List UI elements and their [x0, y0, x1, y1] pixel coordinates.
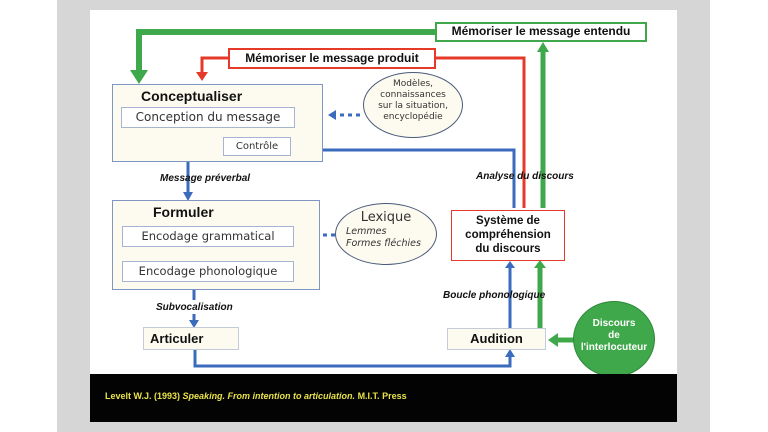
knowledge-line: sur la situation,	[378, 101, 448, 111]
audition-title: Audition	[470, 331, 523, 346]
lexicon-item: Formes fléchies	[346, 238, 421, 249]
arrowhead-blue-loop	[505, 261, 515, 268]
lexicon-title: Lexique	[360, 210, 412, 225]
citation-author: Levelt W.J. (1993)	[105, 391, 183, 401]
lexicon-ellipse: Lexique Lemmes Formes fléchies	[335, 203, 437, 265]
conceptualiser-title: Conceptualiser	[141, 88, 243, 104]
arrowhead-articuler	[189, 320, 199, 328]
formuler-box: Formuler Encodage grammatical Encodage p…	[112, 200, 320, 290]
conceptualiser-box: Conceptualiser Conception du message Con…	[112, 84, 323, 162]
interlocutor-circle: Discours de l'interlocuteur	[573, 301, 655, 377]
interlocutor-line: de	[608, 330, 620, 341]
audition-box: Audition	[447, 328, 546, 350]
arrowhead-formuler	[183, 192, 193, 201]
conception-box: Conception du message	[121, 107, 295, 128]
discourse-analysis-label: Analyse du discours	[476, 171, 574, 182]
interlocutor-line: l'interlocuteur	[580, 342, 648, 353]
memory-produced-box: Mémoriser le message produit	[228, 48, 436, 69]
arrow-red-feedback	[434, 56, 526, 208]
citation-text: Levelt W.J. (1993) Speaking. From intent…	[105, 391, 407, 401]
phonological-encoding-box: Encodage phonologique	[122, 261, 294, 282]
knowledge-line: Modèles,	[392, 79, 434, 89]
citation-book-title: Speaking. From intention to articulation…	[182, 391, 356, 401]
comprehension-box: Système de compréhension du discours	[451, 210, 565, 261]
arrow-green-feedback	[136, 29, 436, 76]
arrow-red-to-conceptualiser	[200, 56, 228, 74]
arrowhead-green-conceptualiser	[130, 70, 148, 84]
arrowhead-green-loop	[534, 260, 546, 268]
arrowhead-dotted-knowledge	[328, 110, 336, 120]
comprehension-line: compréhension	[465, 229, 551, 241]
articuler-box: Articuler	[143, 327, 239, 350]
grammatical-encoding-box: Encodage grammatical	[122, 226, 294, 247]
lexicon-item: Lemmes	[346, 226, 387, 237]
phonological-loop-label: Boucle phonologique	[443, 290, 546, 301]
comprehension-line: Système de	[476, 215, 540, 227]
arrowhead-red-conceptualiser	[196, 72, 208, 81]
control-box: Contrôle	[223, 137, 291, 156]
subvocal-label: Subvocalisation	[156, 302, 233, 313]
arrowhead-interlocutor	[548, 333, 558, 347]
knowledge-line: connaissances	[380, 90, 446, 100]
citation-publisher: M.I.T. Press	[355, 391, 407, 401]
knowledge-line: encyclopédie	[383, 112, 443, 122]
arrowhead-green-memory	[537, 42, 549, 52]
arrow-articuler-audition	[193, 349, 512, 368]
citation-footer: Levelt W.J. (1993) Speaking. From intent…	[90, 374, 677, 422]
formuler-title: Formuler	[153, 204, 214, 220]
arrowhead-audition	[505, 349, 515, 357]
preverbal-label: Message préverbal	[160, 173, 251, 184]
memory-heard-box: Mémoriser le message entendu	[435, 22, 647, 42]
comprehension-line: du discours	[475, 243, 541, 255]
arrow-blue-control	[310, 148, 516, 208]
knowledge-ellipse: Modèles, connaissances sur la situation,…	[363, 72, 463, 138]
interlocutor-line: Discours	[592, 318, 636, 329]
articuler-title: Articuler	[150, 331, 204, 346]
